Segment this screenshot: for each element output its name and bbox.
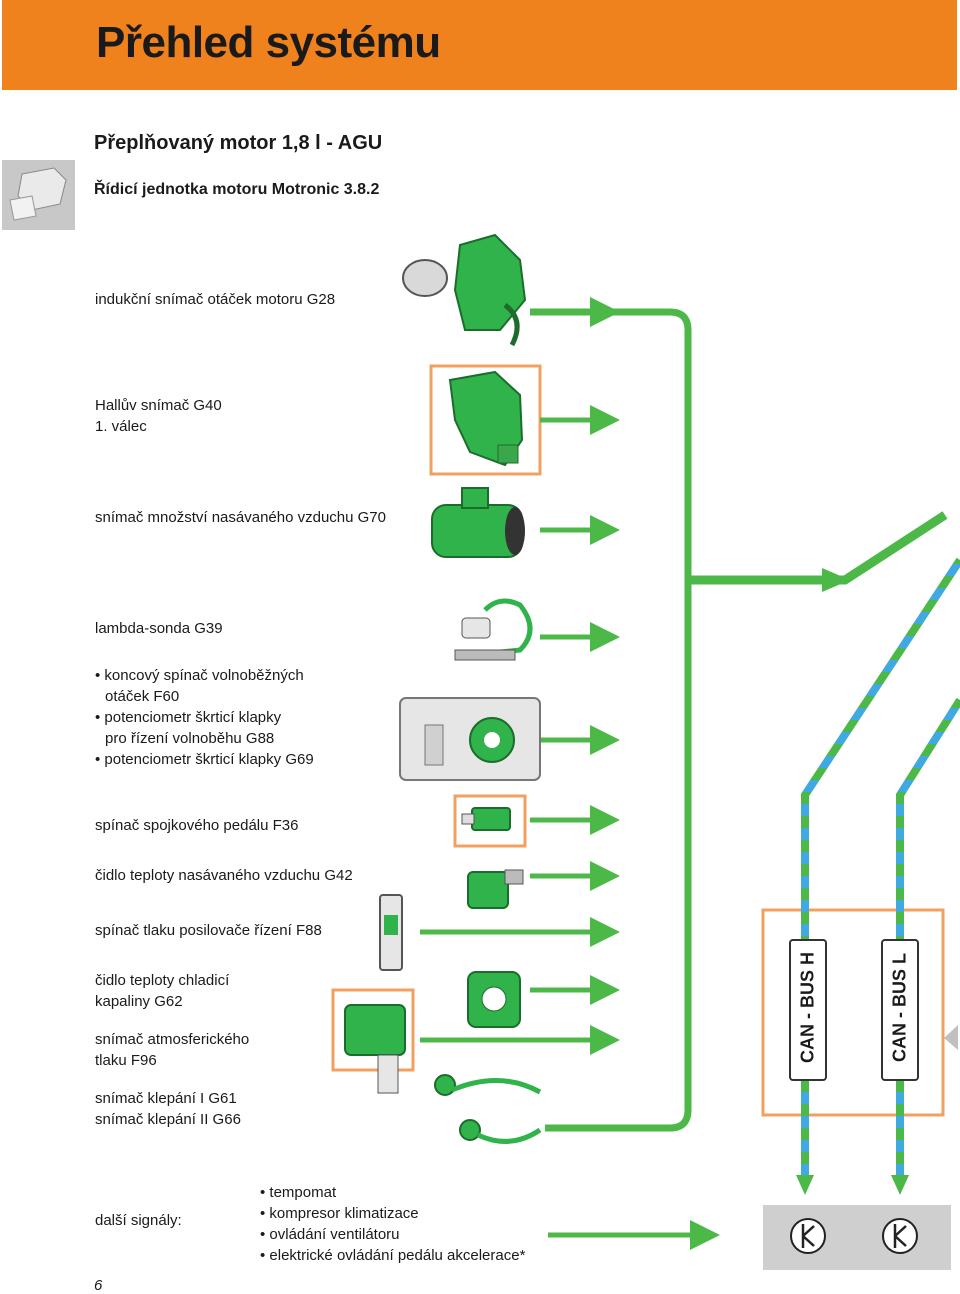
label-line: • potenciometr škrticí klapky <box>95 709 282 726</box>
page-header: Přehled systému <box>2 0 957 90</box>
label-line: spínač spojkového pedálu F36 <box>95 817 299 834</box>
ecu-thumbnail <box>2 160 75 230</box>
f88-switch-image <box>379 894 403 971</box>
knock-sensors-image <box>434 1074 542 1144</box>
ecu-title: Řídicí jednotka motoru Motronic 3.8.2 <box>94 181 380 198</box>
label-g42: čidlo teploty nasávaného vzduchu G42 <box>95 865 353 886</box>
can-l-box <box>881 939 919 1081</box>
g42-sensor-image <box>467 869 524 909</box>
f96-sensor-image <box>344 1004 406 1094</box>
label-f96: snímač atmosferického tlaku F96 <box>95 1029 249 1071</box>
label-line: spínač tlaku posilovače řízení F88 <box>95 922 322 939</box>
frame-f36 <box>453 794 527 848</box>
frame-can <box>761 908 945 1117</box>
can-h-line <box>801 557 960 1180</box>
ecu-input-arrow <box>688 511 948 585</box>
g39-lambda-image <box>454 598 533 661</box>
can-l-arrowhead <box>891 1175 909 1195</box>
label-line: lambda-sonda G39 <box>95 620 223 637</box>
g70-sensor-image <box>431 487 525 558</box>
label-f36: spínač spojkového pedálu F36 <box>95 815 298 836</box>
ecu-image <box>9 167 67 221</box>
label-line: čidlo teploty chladicí <box>95 972 230 989</box>
throttle-body-image <box>399 697 541 781</box>
label-f88: spínač tlaku posilovače řízení F88 <box>95 920 322 941</box>
label-line: • koncový spínač volnoběžných <box>95 667 304 684</box>
page-title: Přehled systému <box>96 18 441 67</box>
page-edge-arrow <box>944 1025 958 1050</box>
g62-sensor-image <box>467 971 521 1028</box>
other-signals-list: • tempomat • kompresor klimatizace • ovl… <box>260 1182 525 1266</box>
label-line: 1. válec <box>95 418 147 435</box>
other-signals-label: další signály: <box>95 1212 182 1229</box>
connector-icon-l <box>882 1218 918 1254</box>
g28-sensor-image <box>402 233 527 347</box>
list-item: • ovládání ventilátoru <box>260 1226 400 1243</box>
list-item: • tempomat <box>260 1184 337 1201</box>
label-line: • potenciometr škrticí klapky G69 <box>95 751 314 768</box>
label-throttle: • koncový spínač volnoběžných otáček F60… <box>95 665 314 770</box>
frame-f96 <box>331 988 415 1072</box>
can-l-label: CAN - BUS L <box>889 953 910 1062</box>
label-line: snímač klepání II G66 <box>95 1111 241 1128</box>
can-h-arrowhead <box>796 1175 814 1195</box>
list-item: • kompresor klimatizace <box>260 1205 419 1222</box>
label-line: Hallův snímač G40 <box>95 397 222 414</box>
f36-switch-image <box>461 807 511 831</box>
can-h-box <box>789 939 827 1081</box>
page-number: 6 <box>94 1277 103 1294</box>
label-line: kapaliny G62 <box>95 993 183 1010</box>
bus-trunk <box>530 308 692 580</box>
can-h-label: CAN - BUS H <box>797 952 818 1063</box>
label-line: pro řízení volnoběhu G88 <box>105 730 275 747</box>
label-line: čidlo teploty nasávaného vzduchu G42 <box>95 867 353 884</box>
label-line: indukční snímač otáček motoru G28 <box>95 291 336 308</box>
label-g70: snímač množství nasávaného vzduchu G70 <box>95 507 386 528</box>
label-g28: indukční snímač otáček motoru G28 <box>95 289 335 310</box>
connector-icon-h <box>790 1218 826 1254</box>
signal-branches <box>420 297 720 1250</box>
label-line: snímač klepání I G61 <box>95 1090 237 1107</box>
label-g39: lambda-sonda G39 <box>95 618 223 639</box>
label-g40: Hallův snímač G40 1. válec <box>95 395 222 437</box>
label-line: snímač atmosferického <box>95 1031 250 1048</box>
g40-sensor-image <box>448 370 524 467</box>
engine-title: Přeplňovaný motor 1,8 l - AGU <box>94 132 383 154</box>
label-knock: snímač klepání I G61 snímač klepání II G… <box>95 1088 241 1130</box>
label-g62: čidlo teploty chladicí kapaliny G62 <box>95 970 229 1012</box>
list-item: • elektrické ovládání pedálu akcelerace* <box>260 1247 526 1264</box>
ecu-arrowhead <box>822 568 850 592</box>
bus-bottom <box>545 1109 692 1132</box>
label-line: otáček F60 <box>105 688 180 705</box>
label-line: tlaku F96 <box>95 1052 157 1069</box>
label-line: snímač množství nasávaného vzduchu G70 <box>95 509 386 526</box>
